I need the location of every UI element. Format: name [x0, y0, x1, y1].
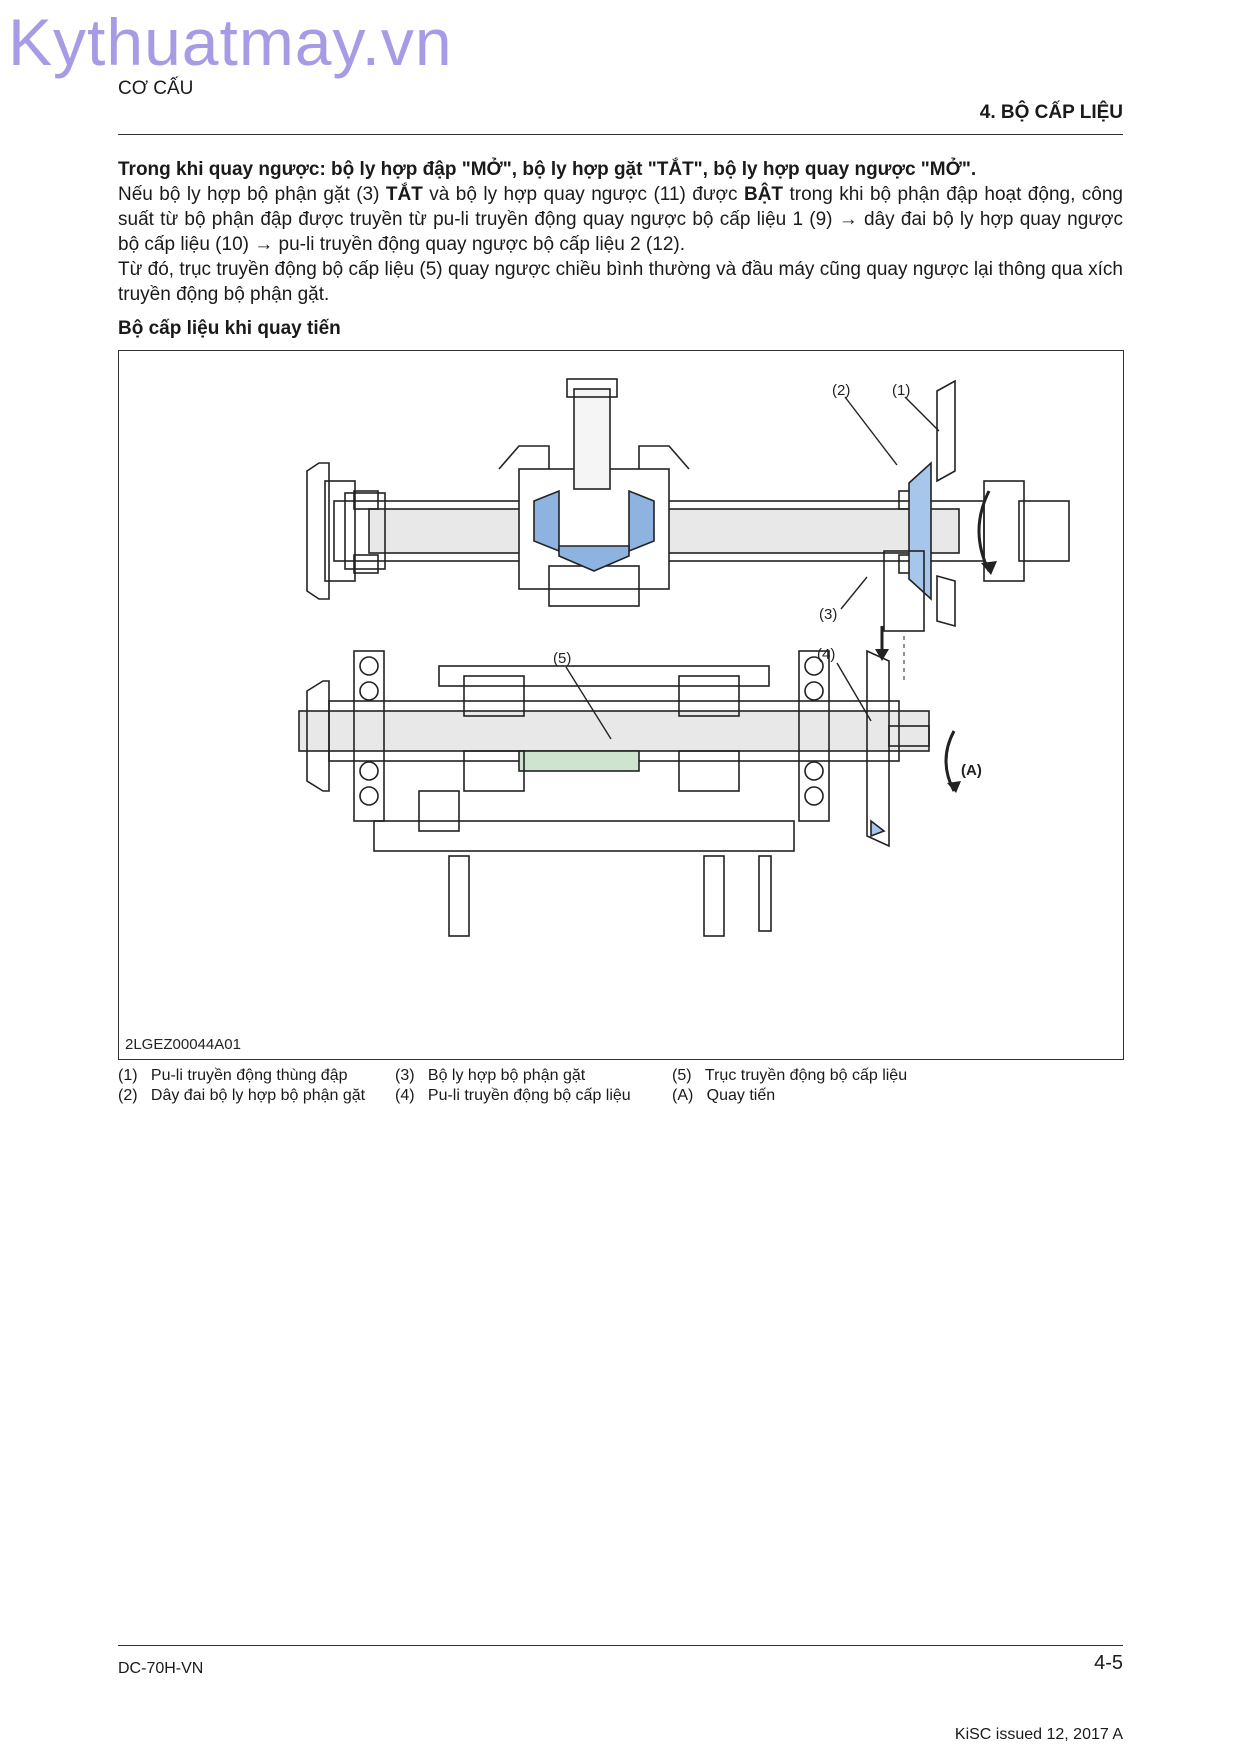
p2-text-a: Nếu bộ ly hợp bộ phận gặt (3): [118, 184, 386, 205]
figure-title: Bộ cấp liệu khi quay tiến: [118, 318, 341, 339]
footer-doc-code: DC-70H-VN: [118, 1660, 204, 1677]
header-rule: [118, 134, 1123, 135]
left-chain: [448, 855, 470, 937]
feeder-pulley-4: [866, 649, 890, 848]
upper-assembly: [306, 378, 1070, 632]
legend-item-5: (5) Trục truyền động bộ cấp liệu: [672, 1067, 908, 1084]
bottom-frame: [373, 820, 795, 852]
lower-rotation-arrow: [944, 730, 956, 792]
lower-assembly: [298, 649, 930, 937]
footer-rule: [118, 1645, 1123, 1646]
legend-item-1: (1) Pu-li truyền động thùng đập: [118, 1067, 348, 1084]
p2-text-e: trong khi bộ phận đập hoạt động, công su…: [118, 184, 1123, 255]
upper-clutch-3: [883, 550, 925, 632]
right-chain: [703, 855, 725, 937]
callout-2: (2): [832, 382, 850, 399]
reverse-condition-line: Trong khi quay ngược: bộ ly hợp đập "MỞ"…: [118, 159, 977, 180]
figure-frame: (2) (1) (3) (4) (5) (A) 2LGEZ00044A01: [118, 350, 1124, 1060]
section-title: CƠ CẤU: [118, 78, 194, 99]
bevel-gear-left: [533, 489, 560, 553]
bevel-gear-right: [628, 489, 655, 553]
figure-code: 2LGEZ00044A01: [125, 1036, 241, 1053]
center-plate: [518, 750, 640, 772]
page-number: 4-5: [1094, 1652, 1123, 1674]
feeder-diagram: (2) (1) (3) (4) (5) (A) 2LGEZ00044A01: [125, 378, 1070, 1053]
top-plate: [438, 665, 770, 687]
paragraph-power-path: Nếu bộ ly hợp bộ phận gặt (3) TẮT và bộ …: [118, 182, 1123, 257]
callout-4: (4): [817, 646, 835, 663]
legend-item-3: (3) Bộ ly hợp bộ phận gặt: [395, 1067, 586, 1084]
bevel-gear-bottom: [558, 545, 630, 572]
upper-left-pulley: [306, 462, 330, 600]
clutch-housing: [983, 480, 1025, 582]
legend-item-4: (4) Pu-li truyền động bộ cấp liệu: [395, 1087, 631, 1104]
p2-on-word: BẬT: [743, 184, 784, 205]
legend-item-2: (2) Dây đai bộ ly hợp bộ phận gặt: [118, 1087, 366, 1104]
p2-off-word: TẮT: [385, 184, 423, 205]
p2-text-c: và bộ ly hợp quay ngược (11) được: [422, 184, 744, 205]
vertical-shaft: [573, 388, 611, 490]
watermark: Kythuatmay.vn: [8, 5, 453, 79]
callout-3: (3): [819, 606, 837, 623]
paragraph-result: Từ đó, trục truyền động bộ cấp liệu (5) …: [118, 259, 1123, 305]
left-side-plate: [353, 650, 385, 822]
legend-item-A: (A) Quay tiến: [672, 1087, 776, 1104]
chapter-title: 4. BỘ CẤP LIỆU: [979, 102, 1123, 123]
pulley-1: [936, 379, 956, 483]
callout-A: (A): [961, 762, 982, 779]
issued-note: KiSC issued 12, 2017 A: [954, 1726, 1123, 1743]
right-side-plate: [798, 650, 830, 822]
callout-5: (5): [553, 650, 571, 667]
callout-1: (1): [892, 382, 910, 399]
lower-left-pulley: [306, 680, 330, 792]
feeder-drive-shaft: [298, 710, 930, 752]
